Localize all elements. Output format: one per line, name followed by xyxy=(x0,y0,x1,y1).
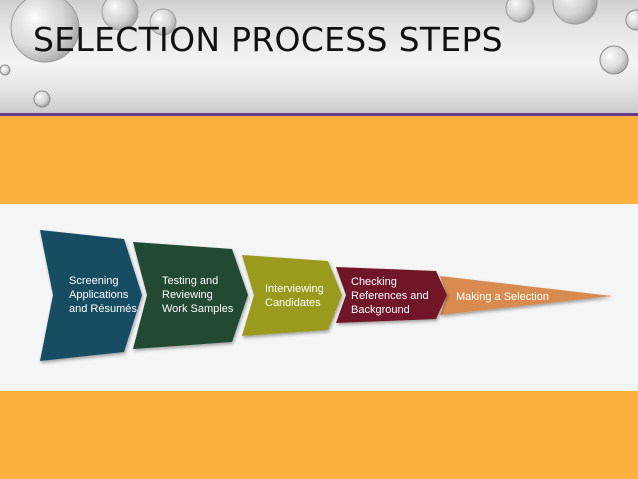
bubble xyxy=(149,8,177,36)
step-3-label-line-1: Interviewing xyxy=(265,283,324,295)
step-5-shape xyxy=(440,276,612,315)
step-2-label-line-3: Work Samples xyxy=(162,303,234,315)
slide-title: SELECTION PROCESS STEPS xyxy=(33,20,503,59)
header-rule xyxy=(0,113,638,116)
svg-text:Screening Applications: Screening Applications and Résumés xyxy=(69,275,137,315)
bubble xyxy=(505,0,535,23)
step-3-shape xyxy=(242,255,342,336)
accent-band-bottom xyxy=(0,391,638,479)
svg-text:Making a Selection: Making a Selection xyxy=(456,291,549,303)
bubble xyxy=(101,0,139,31)
bubble xyxy=(599,45,629,75)
step-2-label-line-1: Testing and xyxy=(162,275,218,287)
diagram-area: Screening Applications and Résumés Testi… xyxy=(0,204,638,391)
bubble xyxy=(33,90,51,108)
slide-header: SELECTION PROCESS STEPS xyxy=(0,0,638,115)
step-4-label-line-3: Background xyxy=(351,304,410,316)
step-4-shape xyxy=(336,267,447,323)
svg-text:Interviewing Candidates: Interviewing Candidates xyxy=(265,283,327,309)
step-1-label-line-1: Screening xyxy=(69,275,119,287)
step-5-label-line-1: Making a Selection xyxy=(456,291,549,303)
step-1-shape xyxy=(40,230,142,361)
step-1-label-line-2: Applications xyxy=(69,289,129,301)
bubble xyxy=(0,64,11,76)
accent-band-top xyxy=(0,116,638,204)
svg-text:Checking References and: Checking References and Background xyxy=(351,276,432,316)
bubble xyxy=(552,0,598,25)
step-2-shape xyxy=(133,242,248,349)
decorative-bubbles xyxy=(0,0,638,108)
svg-text:Testing and Reviewing: Testing and Reviewing Work Samples xyxy=(162,275,234,315)
step-1-label-line-3: and Résumés xyxy=(69,303,137,315)
selection-process-diagram: Screening Applications and Résumés Testi… xyxy=(40,230,612,361)
step-3-label-line-2: Candidates xyxy=(265,297,321,309)
bubble xyxy=(10,0,80,63)
step-4-label-line-1: Checking xyxy=(351,276,397,288)
step-4-label-line-2: References and xyxy=(351,290,429,302)
step-2-label-line-2: Reviewing xyxy=(162,289,213,301)
bubble xyxy=(625,9,638,31)
